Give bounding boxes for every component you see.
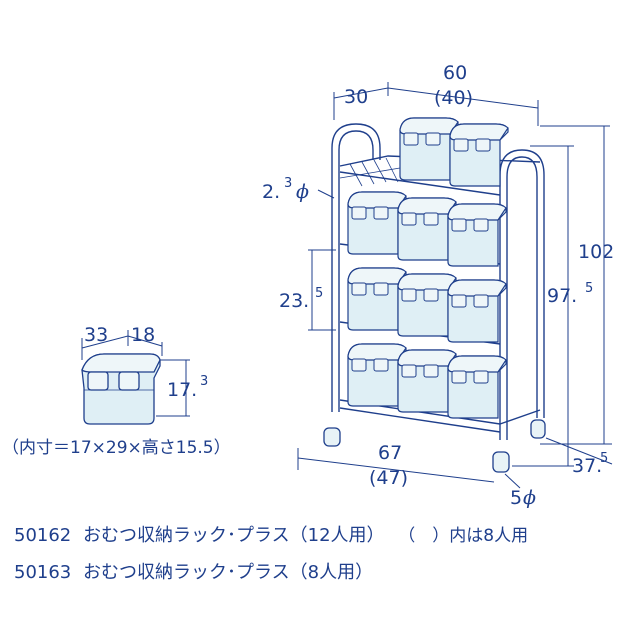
dim-depth-top: 30 [344, 86, 368, 108]
bin-lid [447, 203, 507, 221]
product-name: おむつ収納ラック･プラス（8人用） [83, 562, 374, 583]
bin-latch-right [473, 218, 489, 232]
bin-2-1 [347, 191, 407, 255]
bin-lid [447, 279, 507, 297]
box-lid [81, 353, 161, 373]
bin-latch-right [423, 364, 439, 378]
bin-lid [347, 343, 407, 361]
caster-front-left [323, 427, 341, 447]
product-line-2: 50163 おむつ収納ラック･プラス（8人用） [14, 558, 373, 584]
product-name: おむつ収納ラック･プラス（12人用） [83, 525, 385, 546]
bin-latch-right [475, 138, 491, 152]
bin-latch-right [373, 282, 389, 296]
bin-latch-right [425, 132, 441, 146]
shelf-1-front [339, 171, 501, 196]
box-dim-width: 18 [131, 324, 155, 346]
right-post-inner [506, 156, 538, 440]
bin-lid [399, 117, 459, 135]
box-dim-height-frac: 3 [200, 374, 208, 389]
bin-lid [397, 349, 457, 367]
product-note: （ ）内は8人用 [398, 526, 529, 546]
box-dimension-lines [81, 330, 190, 417]
bin-latch-left [451, 218, 467, 232]
dim-bottom-width-main: 67 [378, 442, 402, 464]
bin-3-3 [447, 279, 507, 343]
single-box [81, 353, 161, 425]
dim-inner-height-int: 97. [547, 285, 577, 307]
bin-lid [347, 267, 407, 285]
box-dim-height-int: 17. [167, 379, 197, 401]
bin-latch-left [351, 282, 367, 296]
bin-lid [447, 355, 507, 373]
bin-latch-left [453, 138, 469, 152]
bin-4-1 [347, 343, 407, 407]
bin-latch-right [473, 294, 489, 308]
left-post [331, 123, 381, 412]
bin-1-1 [399, 117, 459, 181]
dim-bottom-width-alt: (47) [369, 467, 408, 489]
bin-lid [397, 273, 457, 291]
dimension-lines [297, 82, 613, 489]
dim-width-alt: (40) [434, 87, 473, 109]
bin-latch-left [351, 358, 367, 372]
bin-lid [347, 191, 407, 209]
bin-latch-right [423, 212, 439, 226]
dim-shelf-int: 23. [279, 290, 309, 312]
caster-front-right [492, 451, 510, 473]
bin-latch-left [403, 132, 419, 146]
bin-2-2 [397, 197, 457, 261]
bin-lid [397, 197, 457, 215]
box-inner-size: （内寸＝17×29×高さ15.5） [2, 438, 231, 458]
casters [323, 419, 546, 473]
bin-latch-left [401, 288, 417, 302]
dim-inner-height-frac: 5 [585, 281, 593, 296]
bin-latch-left [401, 364, 417, 378]
bin-latch-right [423, 288, 439, 302]
bin-4-3 [447, 355, 507, 419]
dim-caster-phi: ϕ [523, 487, 536, 509]
rack-frame [331, 123, 545, 440]
top-wire-grid [339, 157, 401, 187]
storage-bins [347, 117, 509, 419]
dim-bottom-depth-frac: 5 [600, 451, 608, 466]
dim-caster: 5 [510, 487, 522, 509]
dim-pipe-phi: ϕ [296, 181, 309, 203]
dim-shelf-frac: 5 [315, 286, 323, 301]
dim-pipe-frac: 3 [284, 176, 292, 191]
shelf-4-side [499, 409, 541, 425]
dim-pipe-int: 2. [262, 181, 280, 203]
product-line-1: 50162 おむつ収納ラック･プラス（12人用） （ ）内は8人用 [14, 521, 528, 547]
dim-bottom-depth-int: 37. [572, 455, 602, 477]
box-dim-depth: 33 [84, 324, 108, 346]
bin-latch-right [373, 206, 389, 220]
product-code: 50163 [14, 562, 72, 583]
bin-4-2 [397, 349, 457, 413]
bin-latch-right [473, 370, 489, 384]
bin-latch-left [451, 370, 467, 384]
dim-width-main: 60 [443, 62, 467, 84]
right-post [499, 149, 545, 440]
product-code: 50162 [14, 525, 72, 546]
bin-lid [449, 123, 509, 141]
caster-back-right [530, 419, 546, 439]
left-post-inner [338, 130, 374, 412]
shelf-4b [339, 407, 501, 433]
bin-3-2 [397, 273, 457, 337]
bin-2-3 [447, 203, 507, 267]
bin-latch-left [451, 294, 467, 308]
bin-3-1 [347, 267, 407, 331]
dim-total-height: 102 [578, 241, 614, 263]
box-latch-left [87, 371, 109, 391]
box-latch-right [118, 371, 140, 391]
bin-latch-left [351, 206, 367, 220]
bin-latch-right [373, 358, 389, 372]
bin-1-2 [449, 123, 509, 187]
bin-latch-left [401, 212, 417, 226]
